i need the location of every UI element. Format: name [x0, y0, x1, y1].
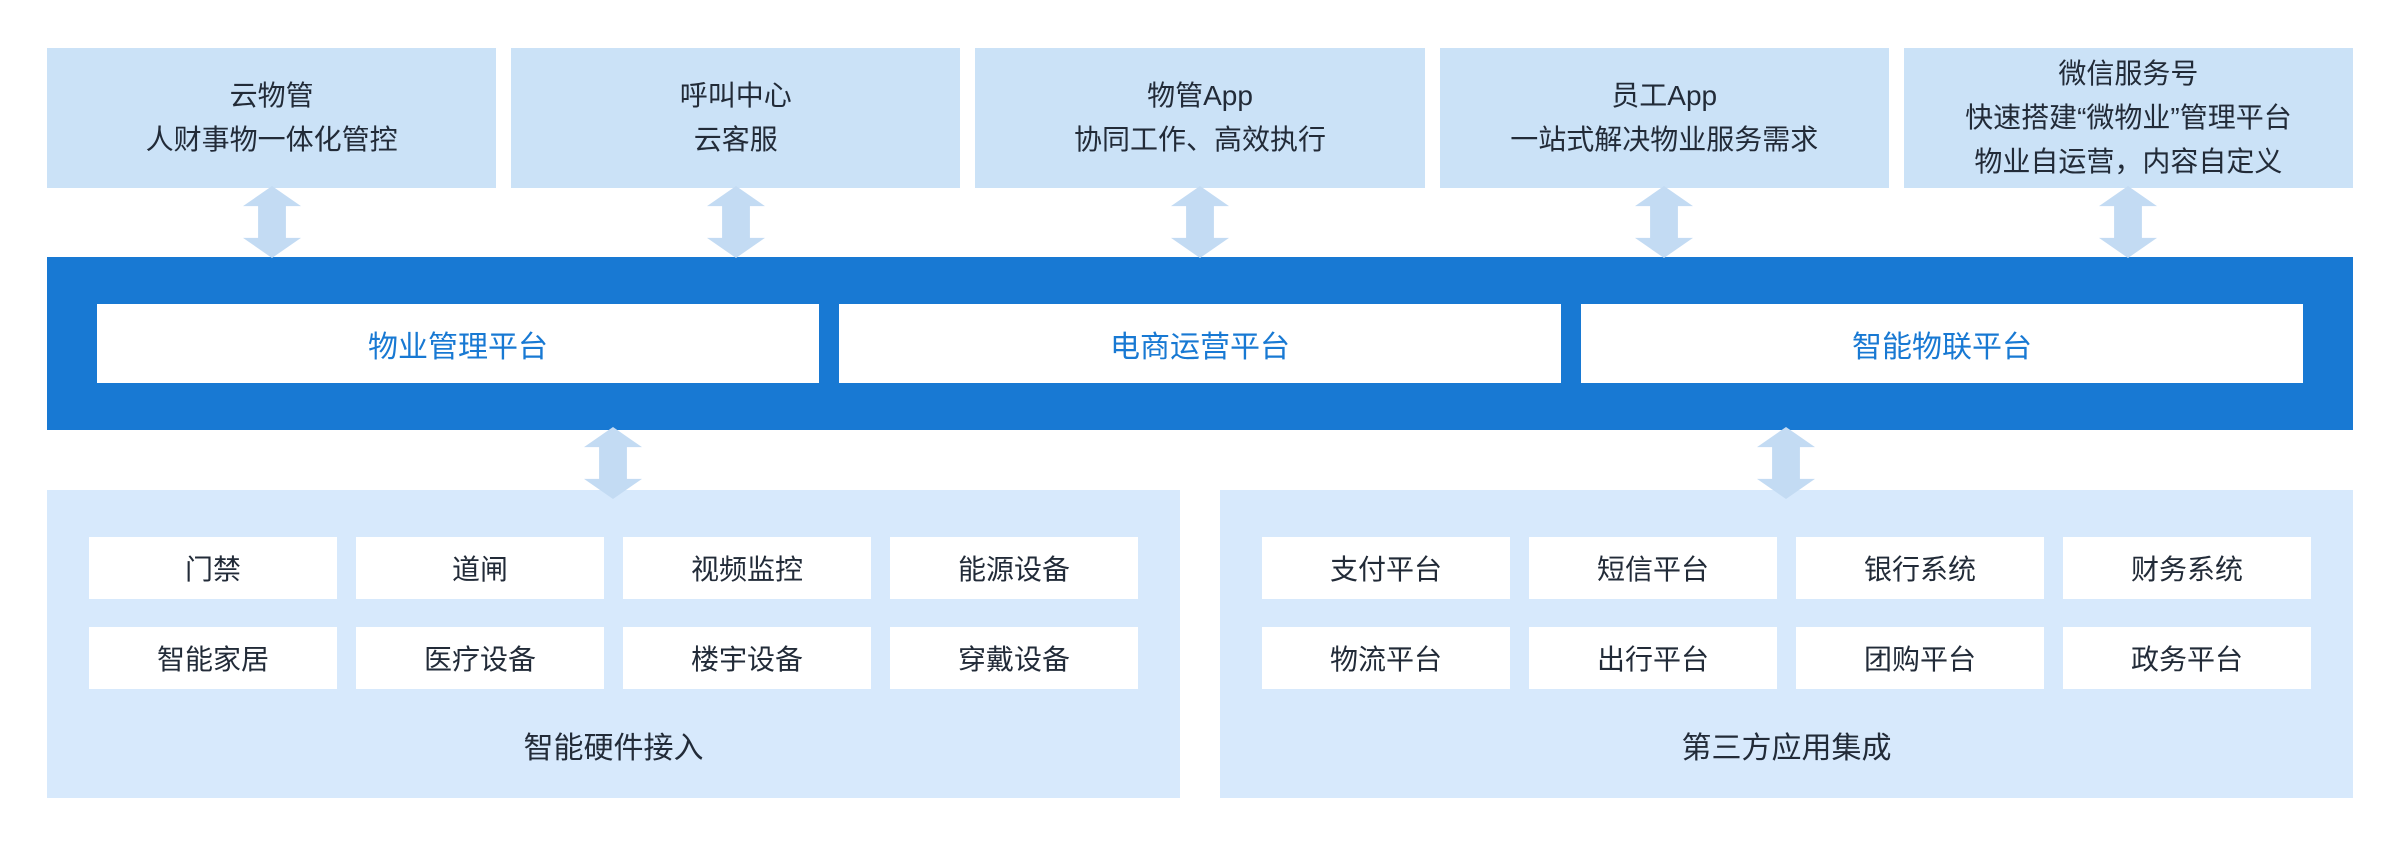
- top-box-cloud-property: 云物管 人财事物一体化管控: [47, 48, 497, 188]
- hardware-item: 医疗设备: [356, 627, 604, 689]
- double-arrow-icon: [1635, 186, 1693, 258]
- hardware-item: 穿戴设备: [890, 627, 1138, 689]
- double-arrow-icon: [243, 186, 301, 258]
- hardware-item: 楼宇设备: [623, 627, 871, 689]
- top-box-subtitle: 云客服: [693, 124, 778, 155]
- top-box-subtitle: 快速搭建“微物业”管理平台: [1965, 102, 2292, 133]
- thirdparty-item: 短信平台: [1529, 537, 1777, 599]
- thirdparty-item: 团购平台: [1796, 627, 2044, 689]
- hardware-item: 道闸: [356, 537, 604, 599]
- thirdparty-item-grid: 支付平台 短信平台 银行系统 财务系统 物流平台 出行平台 团购平台 政务平台: [1262, 537, 2311, 689]
- hardware-section-title: 智能硬件接入: [523, 732, 704, 765]
- platform-label: 智能物联平台: [1852, 330, 2032, 364]
- top-box-subtitle: 协同工作、高效执行: [1074, 124, 1327, 155]
- hardware-item: 智能家居: [89, 627, 337, 689]
- top-box-subtitle: 物业自运营，内容自定义: [1974, 146, 2283, 177]
- thirdparty-item: 支付平台: [1262, 537, 1510, 599]
- double-arrow-icon: [1171, 186, 1229, 258]
- top-box-title: 员工App: [1611, 80, 1718, 111]
- top-box-property-app: 物管App 协同工作、高效执行: [975, 48, 1425, 188]
- top-box-title: 呼叫中心: [679, 80, 792, 111]
- hardware-item: 视频监控: [623, 537, 871, 599]
- double-arrow-icon: [1757, 427, 1815, 499]
- top-box-title: 云物管: [229, 80, 314, 111]
- platform-box-property-management: 物业管理平台: [97, 304, 819, 383]
- platform-box-ecommerce-operation: 电商运营平台: [839, 304, 1561, 383]
- thirdparty-item: 物流平台: [1262, 627, 1510, 689]
- hardware-item-grid: 门禁 道闸 视频监控 能源设备 智能家居 医疗设备 楼宇设备 穿戴设备: [89, 537, 1138, 689]
- top-box-title: 物管App: [1147, 80, 1253, 111]
- top-box-subtitle: 一站式解决物业服务需求: [1510, 124, 1819, 155]
- top-box-title: 微信服务号: [2058, 58, 2199, 89]
- thirdparty-section-title: 第三方应用集成: [1681, 732, 1892, 765]
- hardware-item: 能源设备: [890, 537, 1138, 599]
- top-application-row: 云物管 人财事物一体化管控 呼叫中心 云客服 物管App 协同工作、高效执行 员…: [47, 48, 2354, 188]
- platform-label: 电商运营平台: [1110, 330, 1290, 364]
- double-arrow-icon: [707, 186, 765, 258]
- thirdparty-integration-section: 支付平台 短信平台 银行系统 财务系统 物流平台 出行平台 团购平台 政务平台 …: [1220, 490, 2353, 798]
- top-box-subtitle: 人财事物一体化管控: [145, 124, 398, 155]
- double-arrow-icon: [584, 427, 642, 499]
- platform-label: 物业管理平台: [368, 330, 548, 364]
- double-arrow-icon: [2099, 186, 2157, 258]
- thirdparty-item: 政务平台: [2063, 627, 2311, 689]
- thirdparty-item: 财务系统: [2063, 537, 2311, 599]
- hardware-access-section: 门禁 道闸 视频监控 能源设备 智能家居 医疗设备 楼宇设备 穿戴设备 智能硬件…: [47, 490, 1180, 798]
- thirdparty-item: 出行平台: [1529, 627, 1777, 689]
- top-box-wechat-service: 微信服务号 快速搭建“微物业”管理平台 物业自运营，内容自定义: [1903, 48, 2354, 188]
- top-box-staff-app: 员工App 一站式解决物业服务需求: [1439, 48, 1889, 188]
- platform-box-smart-iot: 智能物联平台: [1581, 304, 2303, 383]
- thirdparty-item: 银行系统: [1796, 537, 2044, 599]
- hardware-item: 门禁: [89, 537, 337, 599]
- top-box-call-center: 呼叫中心 云客服: [511, 48, 961, 188]
- platform-band: 物业管理平台 电商运营平台 智能物联平台: [47, 257, 2353, 430]
